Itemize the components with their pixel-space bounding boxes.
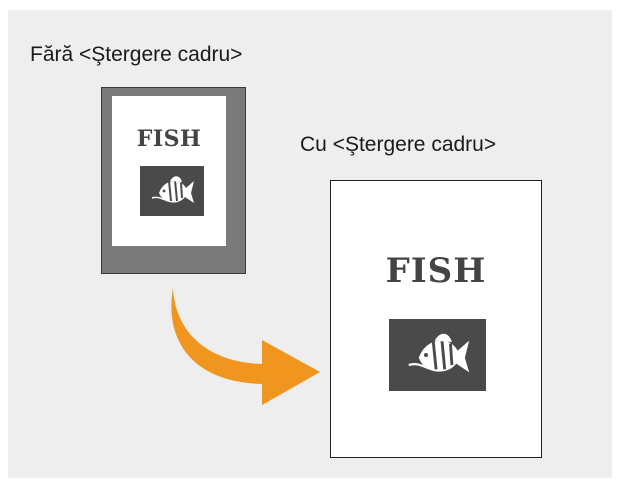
label-with-frame-erase: Cu <Ştergere cadru> (300, 133, 497, 156)
document-title-result: FISH (385, 251, 487, 291)
fish-photo-result (389, 319, 486, 391)
fish-icon (408, 333, 470, 373)
label-without-frame-erase: Fără <Ştergere cadru> (30, 43, 243, 66)
fish-icon (151, 176, 194, 203)
scanned-page: FISH (112, 96, 226, 246)
scan-without-frame-erase: FISH (101, 87, 246, 274)
page-with-frame-erase: FISH (330, 180, 542, 458)
arrow-shape (171, 288, 320, 405)
fish-photo (140, 166, 204, 216)
document-title: FISH (136, 126, 202, 152)
